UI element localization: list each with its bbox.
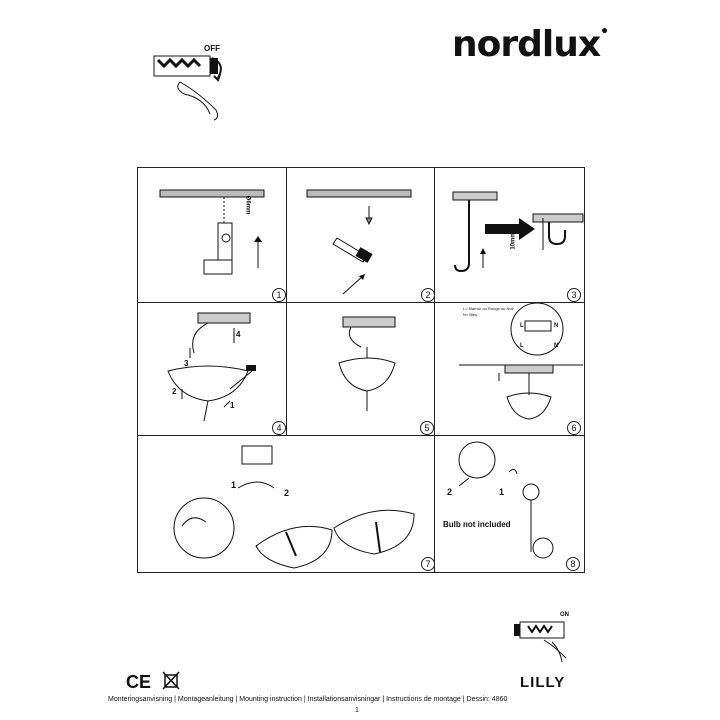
step-1-number: 1: [272, 288, 286, 302]
bulb-not-included-note: Bulb not included: [443, 520, 511, 529]
step-4-arrow-label-4: 4: [236, 330, 241, 339]
step-1-panel: Ø6mm 1: [138, 168, 287, 303]
step-8-arrow-label-2: 2: [447, 487, 453, 497]
step-6-label-l2: L: [520, 343, 524, 349]
on-switch-illustration: ON: [508, 606, 578, 666]
wiring-diagram-icon: [459, 303, 583, 420]
step-6-label-n1: N: [554, 323, 559, 329]
off-label: OFF: [204, 44, 220, 53]
step-1-dimension: Ø6mm: [244, 195, 251, 215]
step-4-arrow-label-2: 2: [172, 387, 177, 396]
off-switch-illustration: OFF: [150, 38, 250, 128]
step-7-panel: 1 2 7: [138, 436, 435, 572]
step-7-arrow-label-2: 2: [284, 488, 290, 498]
step-4-arrow-label-1: 1: [230, 401, 235, 410]
instruction-grid: Ø6mm 1 2 10mm 3: [137, 167, 585, 573]
step-7-number: 7: [421, 557, 435, 571]
on-label: ON: [560, 612, 569, 618]
hang-shade-icon: [338, 316, 396, 411]
step-5-panel: 5: [287, 303, 435, 436]
hook-install-icon: [452, 191, 584, 273]
step-8-number: 8: [566, 557, 580, 571]
hand-switch-on-icon: [514, 621, 567, 663]
step-7-arrow-label-1: 1: [231, 480, 237, 490]
step-6-wire-legend-2: N= Bleu: [463, 312, 478, 317]
step-6-number: 6: [567, 421, 581, 435]
hammer-plug-icon: [306, 189, 412, 295]
shade-close-up-icon: [173, 445, 415, 569]
step-8-panel: 2 1 Bulb not included 8: [435, 436, 584, 572]
footer-instructions: Monteringsanvisning | Montageanleitung |…: [108, 696, 508, 703]
drill-ceiling-icon: [159, 189, 265, 275]
step-4-number: 4: [272, 421, 286, 435]
step-3-dimension: 10mm: [510, 232, 517, 250]
step-6-panel: L= Marron ou Rouge ou Noir N= Bleu L N L…: [435, 303, 584, 436]
hand-switch-off-icon: [153, 55, 222, 121]
ce-mark: CE: [126, 672, 152, 692]
step-3-number: 3: [567, 288, 581, 302]
step-5-number: 5: [420, 421, 434, 435]
connect-shade-icon: [167, 312, 256, 422]
product-name: LILLY: [520, 674, 566, 691]
step-2-panel: 2: [287, 168, 435, 303]
step-2-number: 2: [421, 288, 435, 302]
step-3-panel: 10mm 3: [435, 168, 584, 303]
step-6-label-n2: N: [554, 343, 559, 349]
weee-bin-icon: [162, 671, 180, 690]
step-6-wire-legend-1: L= Marron ou Rouge ou Noir: [463, 306, 514, 311]
step-6-label-l1: L: [520, 323, 524, 329]
logo-dot: •: [600, 24, 609, 40]
page-number: 1: [355, 707, 359, 714]
brand-logo: nordlux•: [452, 24, 609, 65]
compliance-marks: CE: [126, 668, 180, 693]
bulb-install-icon: [458, 441, 554, 559]
step-4-arrow-label-3: 3: [184, 359, 189, 368]
step-8-arrow-label-1: 1: [499, 487, 505, 497]
step-4-panel: 4 3 2 1 4: [138, 303, 287, 436]
